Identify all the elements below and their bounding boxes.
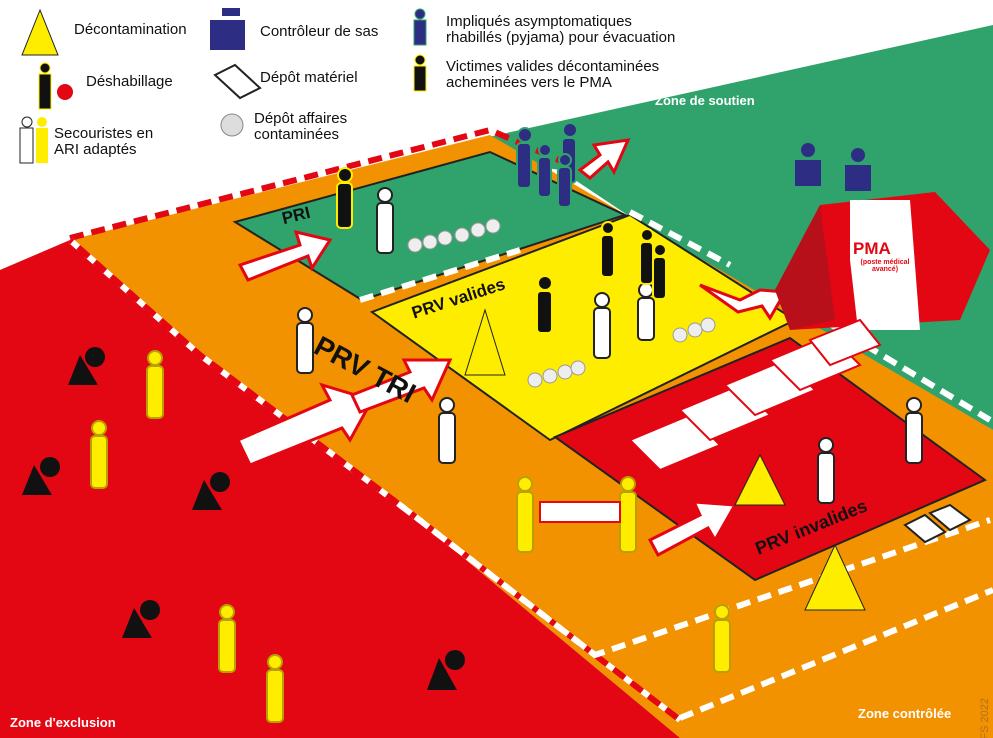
arrow-icon: [237, 229, 333, 282]
flow-arrows: [235, 138, 788, 558]
legend-depot-affaires: Dépôt affaires contaminées: [254, 110, 348, 143]
zone-exclusion-label: Zone d'exclusion: [10, 715, 116, 730]
legend-impliques: Impliqués asymptomatiques rhabillés (pyj…: [446, 13, 676, 46]
arrow-icon: [235, 382, 375, 467]
rescuer-icons: [90, 122, 923, 723]
arrow-icon: [349, 358, 453, 414]
legend-decontamination: Décontamination: [74, 21, 187, 38]
copyright: ©SPF-FS 2022: [979, 698, 991, 738]
impliques-legend-icon: [413, 8, 427, 46]
arrow-icon: [647, 500, 738, 558]
zone-controlee-label: Zone contrôlée: [858, 706, 952, 721]
stretcher-icons: [539, 318, 882, 523]
deshabillage-legend-icon: [38, 62, 73, 110]
pma-subtitle: (poste médical avancé): [860, 259, 910, 274]
decontamination-icon: [21, 8, 866, 611]
arrow-icon: [699, 283, 788, 321]
pma-tent: [775, 192, 990, 330]
victim-icons: [22, 347, 465, 690]
pma-title: PMA: [853, 239, 891, 258]
zone-soutien-label: Zone de soutien: [655, 93, 755, 108]
arrow-icon: [577, 138, 631, 180]
controleur-legend-icon: [210, 8, 245, 50]
zone-controlee-area: [70, 135, 993, 738]
contaminated-bag-icons: [220, 113, 716, 388]
controleur-icon: [795, 143, 871, 191]
legend-depot-materiel: Dépôt matériel: [260, 69, 358, 86]
victimes-valides-legend-icon: [413, 54, 427, 92]
pri-area: [232, 150, 628, 302]
legend-controleur: Contrôleur de sas: [260, 23, 379, 40]
secouristes-legend-icon: [19, 116, 48, 164]
zone-exclusion-area: [0, 240, 680, 738]
legend-secouristes: Secouristes en ARI adaptés: [54, 125, 154, 158]
legend-victimes-valides: Victimes valides décontaminées acheminée…: [446, 58, 660, 91]
material-deposit-icons: [213, 63, 972, 544]
legend-deshabillage: Déshabillage: [86, 73, 173, 90]
